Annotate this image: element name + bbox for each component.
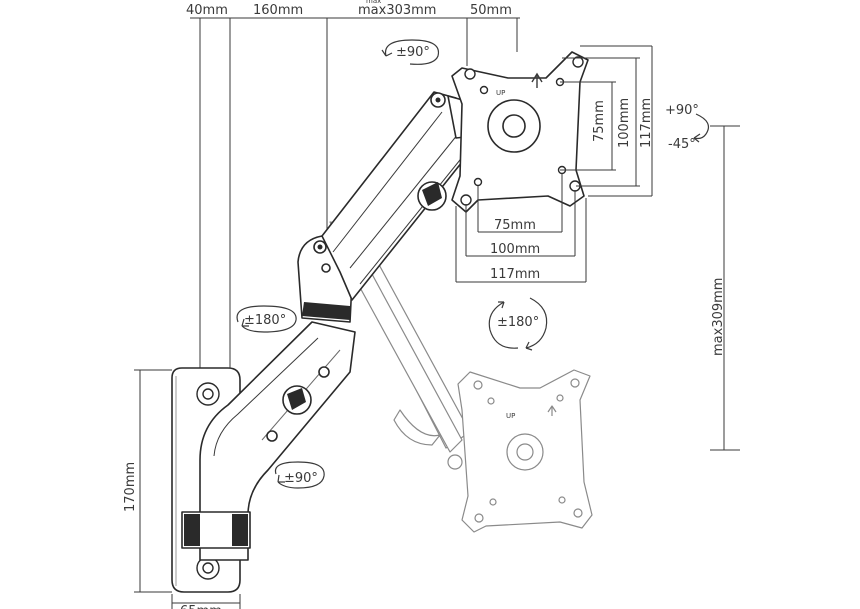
ghost-hole: [573, 508, 583, 518]
dim-wall-plate-height: 170mm: [123, 462, 138, 512]
ghost-hole: [570, 378, 580, 388]
vesa-plate: UP: [451, 51, 589, 213]
lower-arm: [181, 321, 356, 561]
dim-upper-arm-prefix: max: [366, 0, 381, 5]
rotation-arrow-icon: [236, 305, 297, 333]
vesa-hole-100: [464, 68, 476, 80]
vesa-hole-100: [572, 56, 584, 68]
vesa-hole-75: [479, 85, 489, 95]
ghost-hole: [474, 513, 484, 523]
vesa-up-arrow-icon: [531, 72, 543, 88]
dim-plate-offset: 50mm: [470, 3, 512, 18]
vesa-width-dimensions: [455, 174, 587, 283]
dim-vesa-117-w: 117mm: [490, 267, 540, 282]
rotation-swivel-top: ±90°: [396, 45, 430, 60]
dim-vesa-100-w: 100mm: [490, 242, 540, 257]
ghost-up-arrow-icon: [547, 405, 557, 416]
ghost-hole: [473, 380, 483, 390]
dim-wall-offset: 40mm: [186, 3, 228, 18]
dim-lower-arm-reach: 160mm: [253, 3, 303, 18]
dim-vesa-117-h: 117mm: [639, 98, 654, 148]
tilt-arrow-icon: [693, 113, 709, 143]
dim-vesa-100-h: 100mm: [617, 98, 632, 148]
ghost-gas-spring: [393, 409, 441, 446]
upper-arm: [321, 91, 475, 301]
dim-wall-plate-width: 65mm: [180, 604, 222, 609]
rotation-base-swivel: ±90°: [284, 471, 318, 486]
rotation-plate: ±180°: [497, 315, 539, 330]
reference-lines: [190, 17, 520, 370]
dim-max-height: max309mm: [711, 278, 726, 356]
wall-plate-dimensions: [134, 369, 241, 609]
rotation-tilt-down: -45°: [668, 137, 696, 152]
vesa-hole-75: [473, 177, 483, 187]
rotation-joint-middle: ±180°: [244, 313, 286, 328]
dim-vesa-75-h: 75mm: [592, 100, 607, 142]
dim-vesa-75-w: 75mm: [494, 218, 536, 233]
ghost-position: UP: [329, 221, 593, 533]
dim-upper-arm-reach: max303mm: [358, 3, 436, 18]
rotation-tilt-up: +90°: [665, 103, 699, 118]
rotation-circle-icon: [488, 297, 548, 351]
ghost-up-label: UP: [506, 412, 515, 420]
vesa-height-dimensions: [560, 45, 653, 197]
rotation-arrow-icon: [274, 461, 325, 489]
rotation-arrow-icon: [381, 39, 440, 65]
ghost-knob: [447, 454, 463, 470]
vesa-hole-100: [460, 194, 472, 206]
vesa-up-label: UP: [496, 89, 505, 97]
max-height-dimension: [710, 125, 740, 451]
